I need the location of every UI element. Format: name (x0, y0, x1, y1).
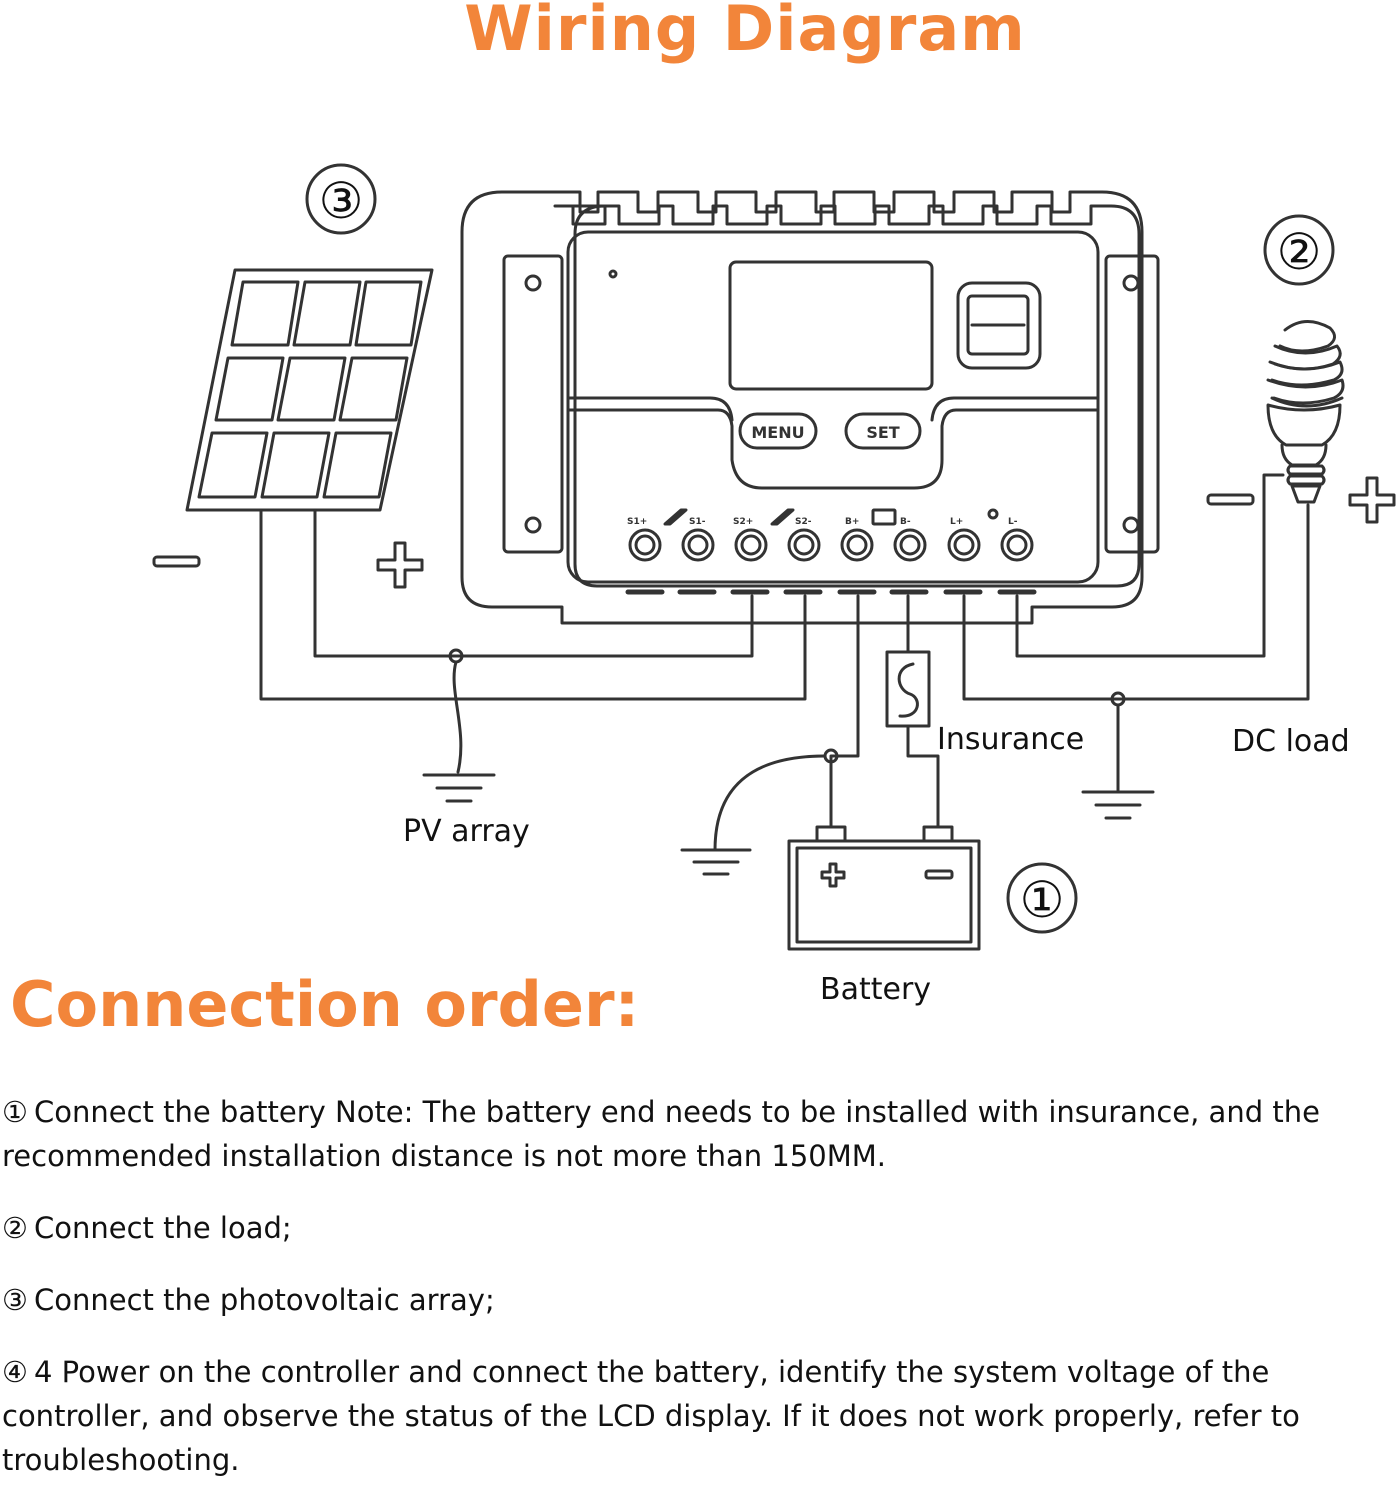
pv-plus-sign (376, 541, 424, 589)
solar-panel-icon (185, 268, 434, 512)
menu-button (738, 412, 818, 450)
terminal-row (628, 528, 1034, 562)
battery-icon (787, 825, 981, 951)
lcd-display (728, 260, 934, 391)
step-text: Connect the load; (34, 1211, 292, 1245)
set-button-label: SET (866, 423, 899, 442)
usb-port (956, 281, 1042, 370)
pv-minus-sign (152, 555, 201, 568)
marker-circle-3 (305, 163, 377, 235)
terminal-label: B- (900, 517, 911, 527)
dc-load-label: DC load (1232, 724, 1350, 759)
marker-2: ② (1277, 223, 1322, 281)
battery-label: Battery (820, 972, 932, 1007)
insurance-label: Insurance (937, 722, 1085, 757)
set-button (844, 412, 922, 450)
wiring-diagram: ③ ② ① MENU SET S1+ S1- S2+ S2- B+ B- L+ … (152, 163, 1396, 951)
load-minus-sign (1206, 493, 1255, 506)
page-title: Wiring Diagram (464, 0, 1026, 65)
pv-array-label: PV array (403, 814, 530, 849)
terminal-label: S1+ (627, 517, 647, 527)
step-text: Connect the battery Note: The battery en… (2, 1095, 1320, 1173)
menu-button-label: MENU (751, 423, 804, 442)
step-number: ② (2, 1211, 28, 1245)
step-number: ④ (2, 1355, 28, 1389)
marker-1: ① (1020, 871, 1065, 929)
step-text: 4 Power on the controller and connect th… (2, 1355, 1300, 1477)
connection-order-heading: Connection order: (10, 968, 640, 1041)
step-number: ③ (2, 1283, 28, 1317)
load-plus-sign (1348, 476, 1396, 524)
step-text: Connect the photovoltaic array; (34, 1283, 495, 1317)
terminal-label: S2- (795, 517, 812, 527)
charge-controller (460, 190, 1160, 625)
terminal-label: S2+ (733, 517, 753, 527)
marker-circle-1 (1006, 862, 1078, 934)
marker-3: ③ (319, 172, 364, 230)
step-number: ① (2, 1095, 28, 1129)
terminal-label: L- (1008, 517, 1018, 527)
terminal-label: L+ (950, 517, 963, 527)
marker-circle-2 (1263, 214, 1335, 286)
terminal-label: B+ (845, 517, 859, 527)
bulb-icon (1266, 320, 1345, 504)
terminal-label: S1- (689, 517, 706, 527)
